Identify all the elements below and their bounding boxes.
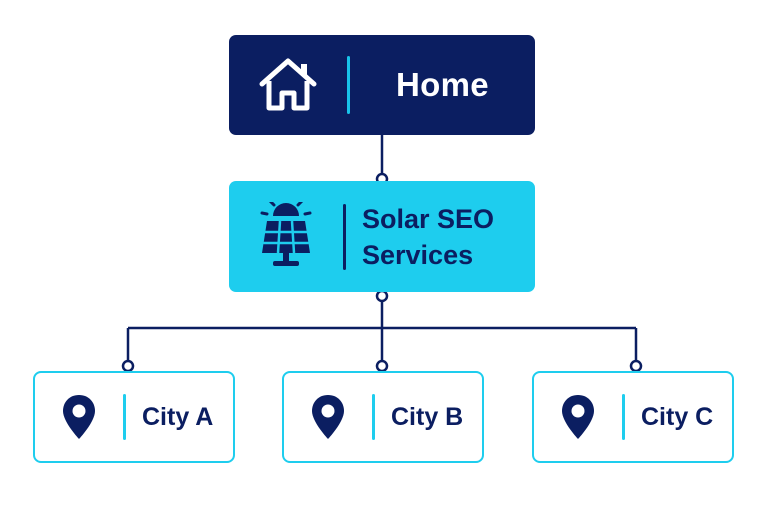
city-a-divider xyxy=(123,394,126,440)
city-b-node[interactable]: City B xyxy=(282,371,484,463)
map-pin-icon xyxy=(534,393,622,441)
connector-dot-city-b xyxy=(375,359,389,373)
home-label: Home xyxy=(396,66,489,103)
service-label: Solar SEO Services xyxy=(346,201,535,273)
solar-seo-services-node[interactable]: Solar SEO Services xyxy=(229,181,535,292)
home-node[interactable]: Home xyxy=(229,35,535,135)
house-icon xyxy=(229,57,347,113)
city-a-node[interactable]: City A xyxy=(33,371,235,463)
city-b-divider xyxy=(372,394,375,440)
city-c-label: City C xyxy=(641,402,714,431)
solar-panel-icon xyxy=(229,201,343,272)
map-pin-icon xyxy=(284,393,372,441)
city-a-label: City A xyxy=(142,402,214,431)
service-label-line1: Solar SEO xyxy=(362,203,495,234)
city-b-label: City B xyxy=(391,402,464,431)
connector-dot-service-bottom xyxy=(375,289,389,303)
city-c-node[interactable]: City C xyxy=(532,371,734,463)
map-pin-icon xyxy=(35,393,123,441)
city-c-divider xyxy=(622,394,625,440)
service-label-line2: Services xyxy=(362,239,474,270)
service-divider xyxy=(343,203,346,270)
connector-dot-city-a xyxy=(121,359,135,373)
connector-dot-city-c xyxy=(629,359,643,373)
home-divider xyxy=(347,56,350,114)
